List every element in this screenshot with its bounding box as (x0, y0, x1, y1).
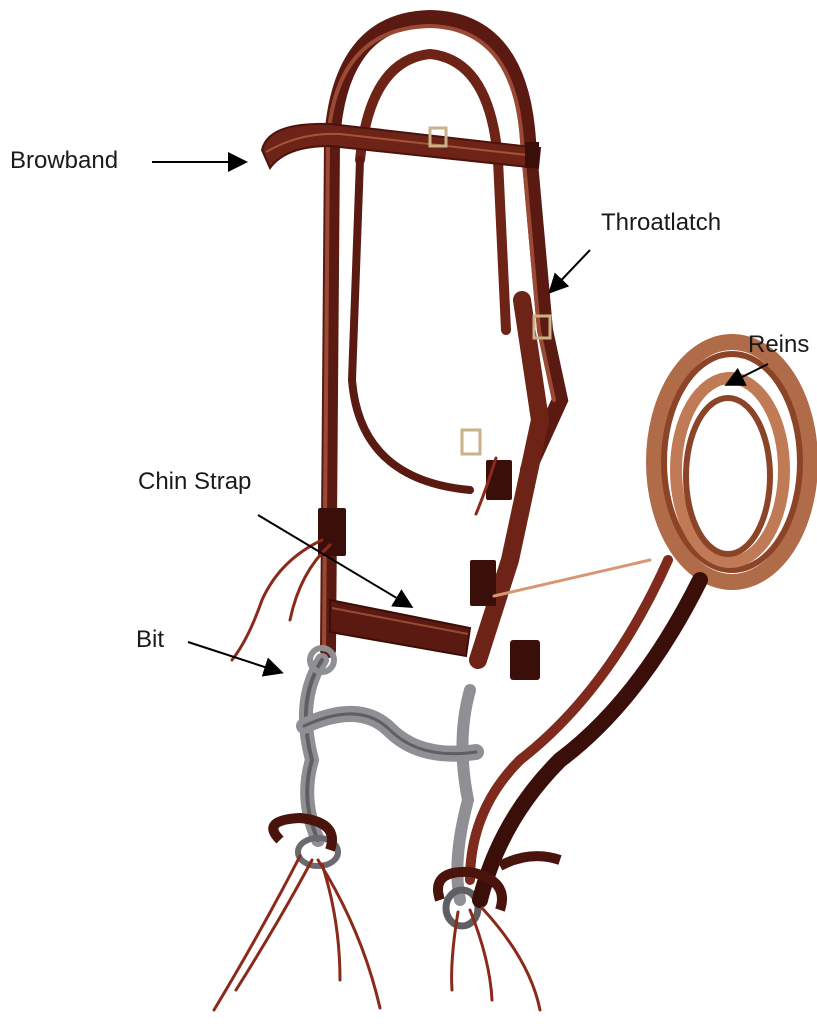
callout-arrows (152, 162, 768, 672)
label-bit: Bit (136, 628, 164, 652)
reins (470, 342, 810, 900)
cheek-piece-inner (360, 54, 506, 330)
rein-lower-dark (480, 580, 700, 900)
arrow-bit (188, 642, 280, 672)
label-browband: Browband (10, 149, 118, 173)
label-reins: Reins (748, 333, 809, 357)
label-chin-strap: Chin Strap (138, 470, 251, 494)
label-throatlatch: Throatlatch (601, 211, 721, 235)
bit-mouthpiece (304, 714, 476, 754)
bit (298, 648, 478, 926)
arrow-throatlatch (551, 250, 590, 291)
headstall (324, 18, 560, 660)
lace-ties (214, 458, 540, 1010)
chin-strap (330, 600, 470, 656)
cheek-loop (352, 160, 470, 490)
